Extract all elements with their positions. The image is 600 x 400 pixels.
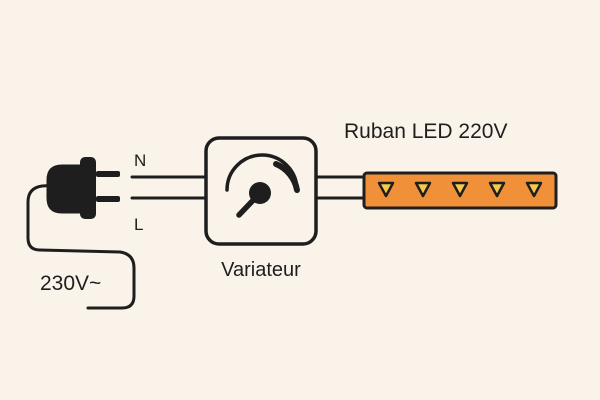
led-triangle-icon: [414, 181, 432, 198]
led-triangle-icon: [377, 181, 395, 198]
led-triangle-icon: [488, 181, 506, 198]
live-label: L: [134, 215, 143, 234]
led-triangle-icon: [451, 181, 469, 198]
mains-voltage-label: 230V~: [40, 272, 101, 295]
power-cord: [26, 183, 136, 310]
plug-icon: [46, 157, 120, 219]
strip-label: Ruban LED 220V: [344, 120, 507, 143]
led-group: [377, 181, 543, 198]
dimmer-label: Variateur: [221, 259, 301, 281]
neutral-label: N: [134, 151, 146, 170]
led-triangle-icon: [525, 181, 543, 198]
dimmer-knob-icon: [225, 153, 300, 218]
